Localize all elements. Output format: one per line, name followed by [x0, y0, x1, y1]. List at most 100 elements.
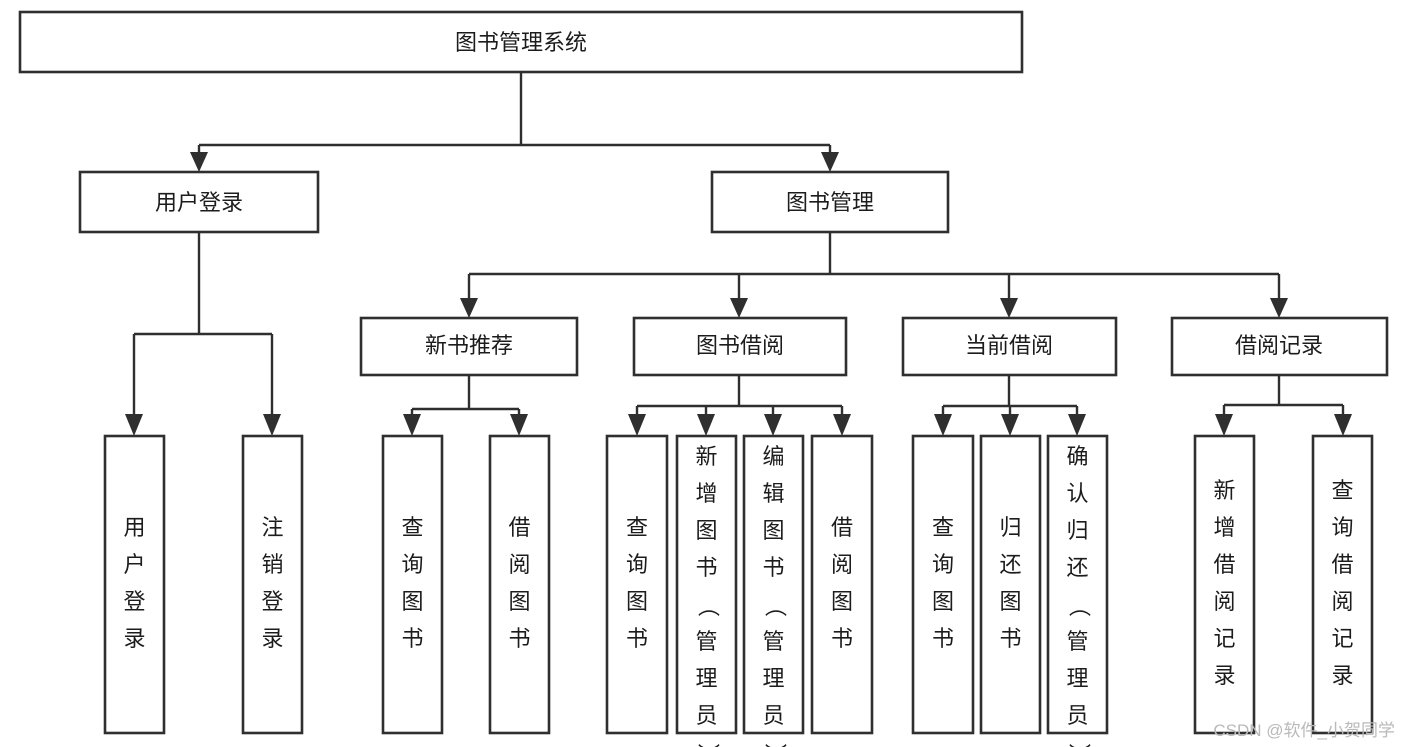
svg-text:询: 询	[401, 552, 423, 577]
leaf-book-borrow-edit[interactable]	[742, 434, 805, 735]
connector-group-borrow-record	[1215, 375, 1352, 436]
leaf-new-book-query-box[interactable]	[381, 434, 444, 735]
svg-text:书: 书	[932, 626, 954, 651]
node-current-borrow-box[interactable]	[901, 316, 1118, 377]
svg-text:确: 确	[1066, 444, 1088, 469]
connector-group-new-book	[403, 375, 528, 436]
svg-text:（: （	[696, 595, 721, 617]
svg-text:归: 归	[999, 515, 1021, 540]
leaf-book-borrow-query[interactable]	[605, 434, 669, 735]
leaf-record-add[interactable]	[1193, 434, 1256, 735]
arrow-head-login-child-2	[263, 414, 281, 436]
leaf-current-borrow-return[interactable]	[979, 434, 1042, 735]
svg-text:理: 理	[762, 666, 784, 691]
leaf-new-book-borrow[interactable]	[488, 434, 551, 735]
svg-text:书: 书	[831, 626, 853, 651]
node-book-borrow[interactable]: 图书借阅	[632, 316, 848, 377]
leaf-book-borrow-query-box[interactable]	[605, 434, 669, 735]
svg-text:用: 用	[123, 515, 145, 540]
node-user-login[interactable]: 用户登录	[78, 170, 320, 234]
leaf-current-borrow-query-box[interactable]	[911, 434, 975, 735]
leaf-current-borrow-return-box[interactable]	[979, 434, 1042, 735]
arrow-head-borrow-child-2	[697, 414, 715, 436]
leaf-user-login-logout[interactable]	[241, 434, 304, 735]
leaf-book-borrow-add-box[interactable]	[675, 434, 738, 735]
arrow-head-newbook-child-1	[403, 414, 421, 436]
leaf-book-borrow-add[interactable]	[675, 434, 738, 735]
connector-group-book-management	[460, 233, 1288, 318]
leaf-book-borrow-edit-box[interactable]	[742, 434, 805, 735]
leaf-current-borrow-confirm[interactable]	[1046, 434, 1109, 735]
leaf-user-login-login[interactable]	[103, 434, 166, 735]
leaf-new-book-query[interactable]	[381, 434, 444, 735]
arrow-head-record-child-1	[1215, 414, 1233, 436]
leaf-record-add-box[interactable]	[1193, 434, 1256, 735]
connector-group-root	[190, 73, 839, 172]
svg-text:销: 销	[261, 552, 283, 577]
connector-group-user-login	[125, 233, 281, 436]
svg-text:查: 查	[932, 515, 954, 540]
node-borrow-record-box[interactable]	[1170, 316, 1389, 377]
svg-text:记: 记	[1213, 626, 1235, 651]
svg-text:辑: 辑	[762, 481, 784, 506]
leaf-record-query[interactable]	[1311, 434, 1374, 735]
svg-text:员: 员	[695, 703, 717, 728]
leaf-book-borrow-lend[interactable]	[810, 434, 874, 735]
node-borrow-record-label: 借阅记录	[1235, 333, 1323, 358]
svg-text:（: （	[1067, 595, 1092, 617]
node-current-borrow[interactable]: 当前借阅	[901, 316, 1118, 377]
node-book-borrow-label: 图书借阅	[696, 333, 784, 358]
svg-text:编: 编	[762, 444, 784, 469]
arrow-head-bookmgmt-child-4	[1270, 298, 1288, 318]
svg-text:图: 图	[831, 589, 853, 614]
node-new-book-recommend-label: 新书推荐	[425, 333, 513, 358]
leaf-record-query-box[interactable]	[1311, 434, 1374, 735]
node-root-system-box[interactable]	[18, 10, 1024, 74]
node-root-system[interactable]: 图书管理系统	[18, 10, 1024, 74]
leaf-new-book-borrow-box[interactable]	[488, 434, 551, 735]
leaf-user-login-login-label: 用户登录	[123, 515, 145, 651]
svg-text:询: 询	[932, 552, 954, 577]
leaf-user-login-logout-box[interactable]	[241, 434, 304, 735]
svg-text:增: 增	[695, 481, 717, 506]
node-new-book-recommend-box[interactable]	[359, 316, 579, 377]
svg-text:借: 借	[1331, 552, 1353, 577]
arrow-head-root-to-login	[190, 152, 208, 172]
arrow-head-root-to-bookmgmt	[821, 152, 839, 172]
node-book-management-box[interactable]	[710, 170, 950, 234]
node-new-book-recommend[interactable]: 新书推荐	[359, 316, 579, 377]
arrow-head-bookmgmt-child-3	[1000, 298, 1018, 318]
leaf-current-borrow-query[interactable]	[911, 434, 975, 735]
svg-text:书: 书	[695, 555, 717, 580]
arrow-head-borrow-child-3	[764, 414, 782, 436]
svg-text:登: 登	[261, 589, 283, 614]
svg-text:）: ）	[763, 743, 788, 747]
svg-text:理: 理	[695, 666, 717, 691]
svg-text:阅: 阅	[508, 552, 530, 577]
node-borrow-record[interactable]: 借阅记录	[1170, 316, 1389, 377]
svg-text:录: 录	[1213, 663, 1235, 688]
node-book-management[interactable]: 图书管理	[710, 170, 950, 234]
svg-text:图: 图	[695, 518, 717, 543]
node-book-management-label: 图书管理	[786, 190, 874, 215]
node-user-login-box[interactable]	[78, 170, 320, 234]
arrow-head-login-child-1	[125, 414, 143, 436]
svg-text:书: 书	[508, 626, 530, 651]
svg-text:增: 增	[1213, 515, 1235, 540]
svg-text:登: 登	[123, 589, 145, 614]
arrow-head-bookmgmt-child-1	[460, 298, 478, 318]
node-book-borrow-box[interactable]	[632, 316, 848, 377]
leaf-book-borrow-lend-box[interactable]	[810, 434, 874, 735]
leaf-user-login-login-box[interactable]	[103, 434, 166, 735]
svg-text:新: 新	[695, 444, 717, 469]
node-current-borrow-label: 当前借阅	[965, 333, 1053, 358]
leaf-current-borrow-confirm-box[interactable]	[1046, 434, 1109, 735]
node-user-login-label: 用户登录	[155, 190, 243, 215]
